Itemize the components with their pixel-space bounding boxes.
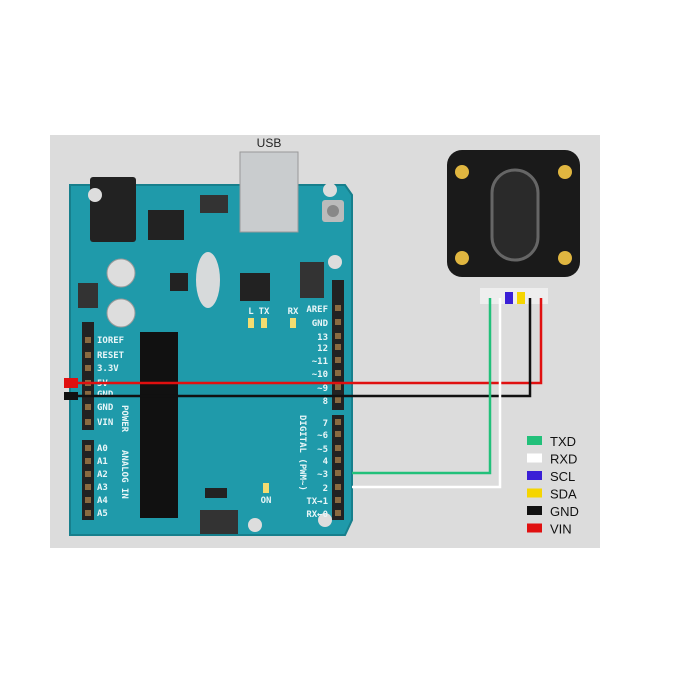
analog-pin-label: A3	[97, 483, 108, 493]
power-pin-label: IOREF	[97, 336, 124, 346]
wire-gnd	[68, 298, 532, 398]
analog-header	[82, 440, 94, 520]
sensor-module	[447, 150, 580, 304]
wires	[64, 292, 543, 489]
atmega-chip	[140, 332, 178, 518]
usb-chip	[240, 273, 270, 301]
power-header	[82, 322, 94, 430]
legend-swatch	[527, 436, 542, 445]
legend-label: SCL	[550, 469, 575, 484]
legend-swatch	[527, 471, 542, 480]
sensor-window	[490, 168, 540, 262]
led-label: ON	[261, 496, 272, 506]
digital-pin-label: TX→1	[306, 497, 328, 507]
legend-label: SDA	[550, 487, 577, 502]
digital-pin-label: ~10	[312, 370, 328, 380]
wire-sda	[517, 292, 525, 304]
digital-label: DIGITAL (PWM~)	[297, 415, 307, 491]
digital-pin-label: ~6	[317, 431, 328, 441]
led-label: RX	[288, 307, 299, 317]
analog-pin-label: A5	[97, 509, 108, 519]
digital-pin-label: GND	[312, 319, 329, 329]
legend-swatch	[527, 506, 542, 515]
icsp-header	[300, 262, 324, 298]
digital-header-low	[332, 415, 344, 520]
regulator-chip	[148, 210, 184, 240]
capacitor	[106, 258, 136, 288]
digital-pin-label: 2	[323, 484, 328, 494]
legend-swatch	[527, 488, 542, 498]
legend-label: TXD	[550, 434, 576, 449]
wire-txd	[352, 298, 492, 475]
digital-pin-label: ~3	[317, 470, 328, 480]
wire-vin	[68, 298, 543, 385]
analog-label: ANALOG IN	[119, 450, 129, 499]
digital-pin-label: 12	[317, 344, 328, 354]
power-pin-label: RESET	[97, 351, 125, 361]
usb-label: USB	[257, 136, 282, 150]
analog-pin-label: A2	[97, 470, 108, 480]
legend-swatch	[527, 453, 542, 463]
legend-swatch	[527, 523, 542, 533]
digital-pin-label: RX←0	[306, 510, 328, 520]
analog-pin-label: A1	[97, 457, 108, 467]
usb-connector	[239, 151, 299, 233]
power-pin-label: 3.3V	[97, 364, 119, 374]
digital-pin-label: 4	[323, 457, 329, 467]
digital-pin-label: AREF	[306, 305, 328, 315]
legend-label: VIN	[550, 522, 572, 537]
crystal	[196, 252, 220, 308]
capacitor	[106, 298, 136, 328]
arduino-uno-board: IOREFRESET3.3V5VGNDGNDVINA0A1A2A3A4A5ARE…	[69, 151, 353, 536]
digital-pin-label: ~9	[317, 384, 328, 394]
digital-pin-label: ~5	[317, 445, 328, 455]
analog-pin-label: A4	[97, 496, 108, 506]
digital-pin-label: 13	[317, 333, 328, 343]
power-pin-label: GND	[97, 403, 114, 413]
analog-pin-label: A0	[97, 444, 108, 454]
power-jack	[90, 177, 136, 242]
power-label: POWER	[119, 405, 129, 433]
digital-pin-label: 8	[323, 397, 328, 407]
wire-scl	[505, 292, 513, 304]
legend-label: RXD	[550, 452, 577, 467]
wire-rxd	[352, 298, 502, 489]
legend: TXD RXD SCL SDA GND VIN	[527, 434, 579, 537]
led-label: TX	[259, 307, 270, 317]
icsp-header	[200, 510, 238, 534]
led-label: L	[248, 307, 254, 317]
digital-pin-label: ~11	[312, 357, 328, 367]
digital-pin-label: 7	[323, 419, 328, 429]
legend-label: GND	[550, 504, 579, 519]
power-pin-label: VIN	[97, 418, 113, 428]
